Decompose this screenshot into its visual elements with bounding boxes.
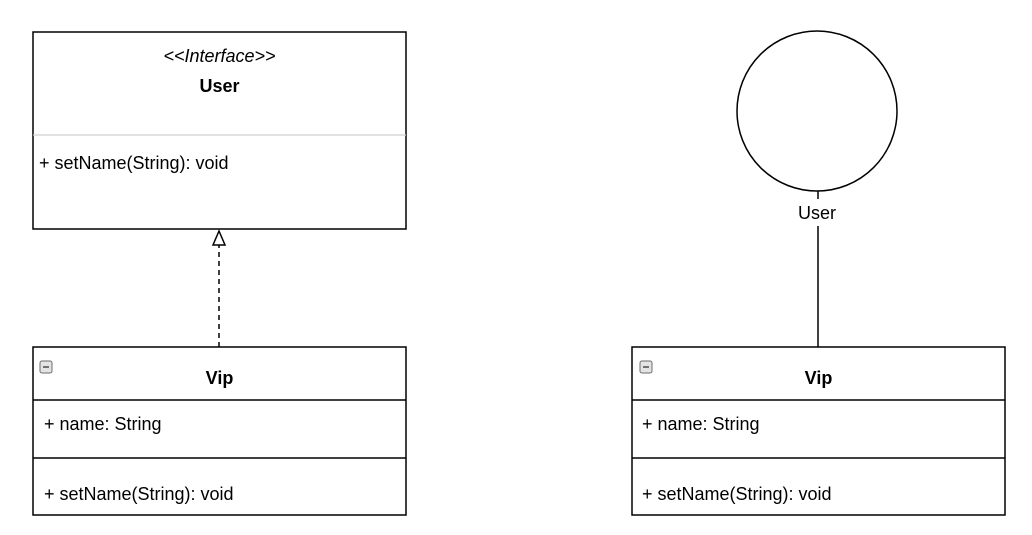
left-class-border	[32, 346, 407, 516]
right-class-method: + setName(String): void	[642, 484, 832, 504]
interface-user-box[interactable]: <<Interface>> User + setName(String): vo…	[32, 31, 407, 230]
left-class-name: Vip	[206, 368, 234, 388]
interface-name: User	[199, 76, 239, 96]
right-vip-class-box[interactable]: Vip + name: String + setName(String): vo…	[631, 346, 1006, 516]
right-class-border	[631, 346, 1006, 516]
interface-box-border	[32, 31, 407, 230]
left-class-attribute: + name: String	[44, 414, 162, 434]
left-class-method: + setName(String): void	[44, 484, 234, 504]
right-class-attribute: + name: String	[642, 414, 760, 434]
interface-method: + setName(String): void	[39, 153, 229, 173]
right-class-name: Vip	[805, 368, 833, 388]
lollipop-label: User	[798, 203, 836, 223]
right-collapse-icon[interactable]	[639, 360, 653, 374]
lollipop-interface[interactable]: User	[736, 30, 898, 347]
left-vip-class-box[interactable]: Vip + name: String + setName(String): vo…	[32, 346, 407, 516]
interface-stereotype: <<Interface>>	[163, 46, 275, 66]
realization-arrow	[211, 229, 227, 347]
realization-arrowhead-icon	[211, 229, 227, 246]
lollipop-circle-icon	[736, 30, 898, 192]
left-collapse-icon[interactable]	[39, 360, 53, 374]
